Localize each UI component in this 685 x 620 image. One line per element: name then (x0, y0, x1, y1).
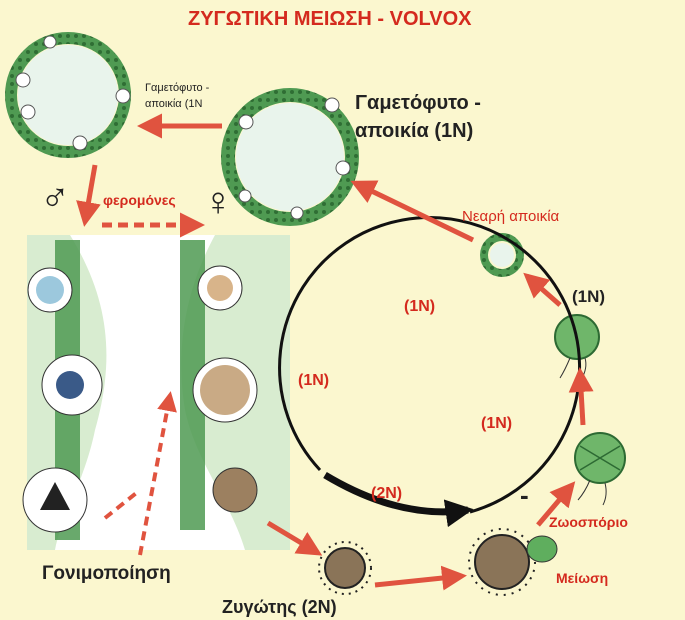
pheromones-label: φερομόνες (103, 192, 176, 208)
arrows (76, 113, 594, 591)
zygote-left (318, 541, 372, 595)
cycle-right-label: (1N) (481, 415, 513, 432)
female-symbol: ♀ (203, 180, 233, 224)
male-symbol: ♂ (40, 176, 70, 220)
gametophyte-small-label-2: αποικία (1N (145, 98, 203, 110)
zygote-right (468, 528, 558, 596)
zoospore-stage (574, 432, 626, 506)
meiosis-label: Μείωση (556, 570, 609, 586)
zygote-label: Ζυγώτης (2N) (222, 597, 337, 617)
young-colony-label: Νεαρή αποικία (462, 208, 560, 225)
ploidy-right-label: (1N) (572, 287, 606, 306)
cycle-left-label: (1N) (298, 372, 330, 389)
fertilization-label: Γονιμοποίηση (42, 563, 171, 584)
colony-small (5, 32, 131, 158)
cycle-bottom-label: (2N) (371, 485, 403, 502)
cycle-circle (278, 216, 582, 528)
colony-large (221, 88, 359, 226)
minus-sign: - (520, 480, 529, 510)
title: ΖΥΓΩΤΙΚΗ ΜΕΙΩΣΗ - VOLVOX (188, 8, 472, 30)
gametophyte-small-label-1: Γαμετόφυτο - (145, 82, 210, 94)
zoosporangium-label: Ζωοσπόριο (549, 514, 628, 530)
cycle-top-label: (1N) (404, 298, 436, 315)
fertilization-panel (22, 235, 290, 550)
gametophyte-large-label-2: αποικία (1N) (355, 120, 474, 142)
gametophyte-large-label-1: Γαμετόφυτο - (355, 92, 481, 114)
